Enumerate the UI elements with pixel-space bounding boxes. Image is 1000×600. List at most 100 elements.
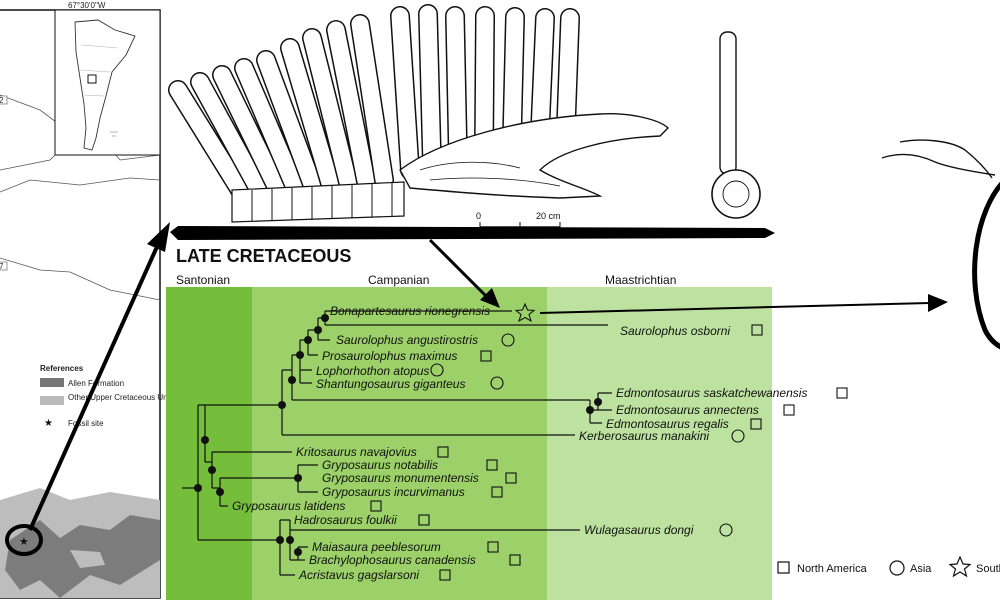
- fossil-site-star-icon: ★: [44, 418, 53, 429]
- north-america-square-icon: [480, 350, 492, 362]
- north-america-square-icon: [751, 324, 763, 336]
- arrowhead: [480, 288, 500, 308]
- life-reconstruction: [881, 139, 1000, 350]
- taxon-label: Wulagasaurus dongi: [584, 523, 694, 537]
- north-america-square-icon: [437, 446, 449, 458]
- taxon-label: Kritosaurus navajovius: [296, 445, 417, 459]
- taxon-label: Edmontosaurus saskatchewanensis: [616, 386, 807, 400]
- isolated-vertebra: [711, 31, 761, 219]
- tree-nodes: [194, 314, 602, 556]
- fossil-site-star-icon: ★: [19, 536, 29, 548]
- neural-spine-fill: [557, 9, 579, 135]
- neural-spine-fill: [391, 7, 419, 179]
- tree-node: [286, 536, 294, 544]
- tree-node: [194, 484, 202, 492]
- neural-spine-fill: [191, 73, 267, 197]
- neural-spine-fill: [475, 7, 494, 159]
- vertebral-centra: [231, 181, 405, 223]
- neural-spine-fill: [351, 15, 393, 189]
- map-road-line: [0, 177, 161, 193]
- north-america-square-icon: [509, 554, 521, 566]
- taxon-label: Bonapartesaurus rionegrensis: [330, 304, 490, 318]
- taxon-label: Saurolophus osborni: [620, 324, 730, 338]
- neural-spine-fill: [169, 81, 249, 199]
- tree-node: [586, 406, 594, 414]
- route-label: 7: [0, 262, 4, 271]
- region-legend: North America Asia South America: [777, 555, 1000, 578]
- tree-node: [208, 466, 216, 474]
- neural-spine-fill: [281, 39, 339, 192]
- north-america-square-icon: [439, 569, 451, 581]
- reconstruction-outline: [899, 139, 993, 179]
- isolated-centrum: [711, 169, 761, 219]
- centra-divisions: [251, 183, 393, 222]
- taxon-to-reconstruction-arrow: [539, 302, 931, 314]
- pointer-arrows: [28, 222, 948, 531]
- santonian-band: [166, 287, 252, 600]
- asia-circle-icon: [430, 363, 444, 377]
- asia-circle-icon: [731, 429, 745, 443]
- bone-texture: [419, 161, 561, 187]
- taxon-label: Prosaurolophus maximus: [322, 349, 457, 363]
- north-america-square-icon: [505, 472, 517, 484]
- neural-spine-fill: [303, 29, 357, 191]
- phylogenetic-tree: [182, 310, 612, 576]
- legend-square-icon: [777, 561, 790, 574]
- taxon-label: Gryposaurus notabilis: [322, 458, 438, 472]
- taxon-label: Edmontosaurus annectens: [616, 403, 759, 417]
- neural-spine-fill: [257, 51, 321, 193]
- banner-to-taxon-arrow: [428, 238, 492, 302]
- neural-spine-fill: [327, 21, 375, 190]
- neural-spine-fill: [235, 59, 303, 194]
- neural-spine-fill: [213, 66, 285, 195]
- taxon-label: Lophorhothon atopus: [316, 364, 429, 378]
- north-america-square-icon: [783, 404, 795, 416]
- isolated-spine: [719, 31, 737, 175]
- stage-label-santonian: Santonian: [176, 273, 230, 287]
- taxon-label: Kerberosaurus manakini: [579, 429, 709, 443]
- province-borders: [79, 44, 119, 97]
- tree-node: [296, 351, 304, 359]
- argentina-outline: [74, 19, 136, 151]
- legend-star-icon: [948, 555, 972, 578]
- other-units-label: Other Upper Cretaceous Units: [68, 393, 176, 402]
- route-shield: [0, 261, 8, 271]
- tree-node: [594, 398, 602, 406]
- scale-label-20cm: 20 cm: [536, 211, 561, 221]
- legend-label-north-america: North America: [797, 563, 868, 575]
- neural-spine-fill: [531, 9, 554, 141]
- north-america-square-icon: [418, 514, 430, 526]
- legend-label-south-america: South America: [976, 563, 1000, 575]
- maastrichtian-band: [547, 287, 772, 600]
- south-america-star-icon: [514, 302, 536, 323]
- taxon-label: Brachylophosaurus canadensis: [309, 553, 476, 567]
- fossil-site-label: Fossil site: [68, 419, 104, 428]
- stage-label-maastrichtian: Maastrichtian: [605, 273, 676, 287]
- scale-label-zero: 0: [476, 211, 481, 221]
- north-america-square-icon: [491, 486, 503, 498]
- geology-map: ★: [0, 488, 160, 598]
- tree-node: [294, 548, 302, 556]
- north-america-square-icon: [836, 387, 848, 399]
- taxon-label: Shantungosaurus giganteus: [316, 377, 465, 391]
- taxon-labels: Bonapartesaurus rionegrensis Saurolophus…: [232, 304, 807, 582]
- route-shield: [0, 95, 8, 105]
- tree-branch: [197, 404, 280, 541]
- vertebral-spines: [168, 4, 580, 200]
- asia-circle-icon: [501, 333, 515, 347]
- taxon-label: Maiasaura peeblesorum: [312, 540, 441, 554]
- taxon-label: Gryposaurus monumentensis: [322, 471, 479, 485]
- arrowhead: [147, 222, 170, 252]
- north-america-square-icon: [370, 500, 382, 512]
- taxon-label: Acristavus gagslarsoni: [298, 568, 419, 582]
- taxon-label: Edmontosaurus regalis: [606, 417, 729, 431]
- fossil-site-circle: [5, 524, 43, 556]
- reconstruction-outline: [881, 153, 996, 176]
- allen-formation-swatch: [40, 378, 64, 387]
- inset-coordinate: 67°30'0"W: [68, 1, 106, 10]
- tree-branch: [279, 519, 295, 576]
- tree-branch: [204, 404, 282, 463]
- islands: [110, 131, 118, 137]
- inset-map: 67°30'0"W: [54, 1, 161, 156]
